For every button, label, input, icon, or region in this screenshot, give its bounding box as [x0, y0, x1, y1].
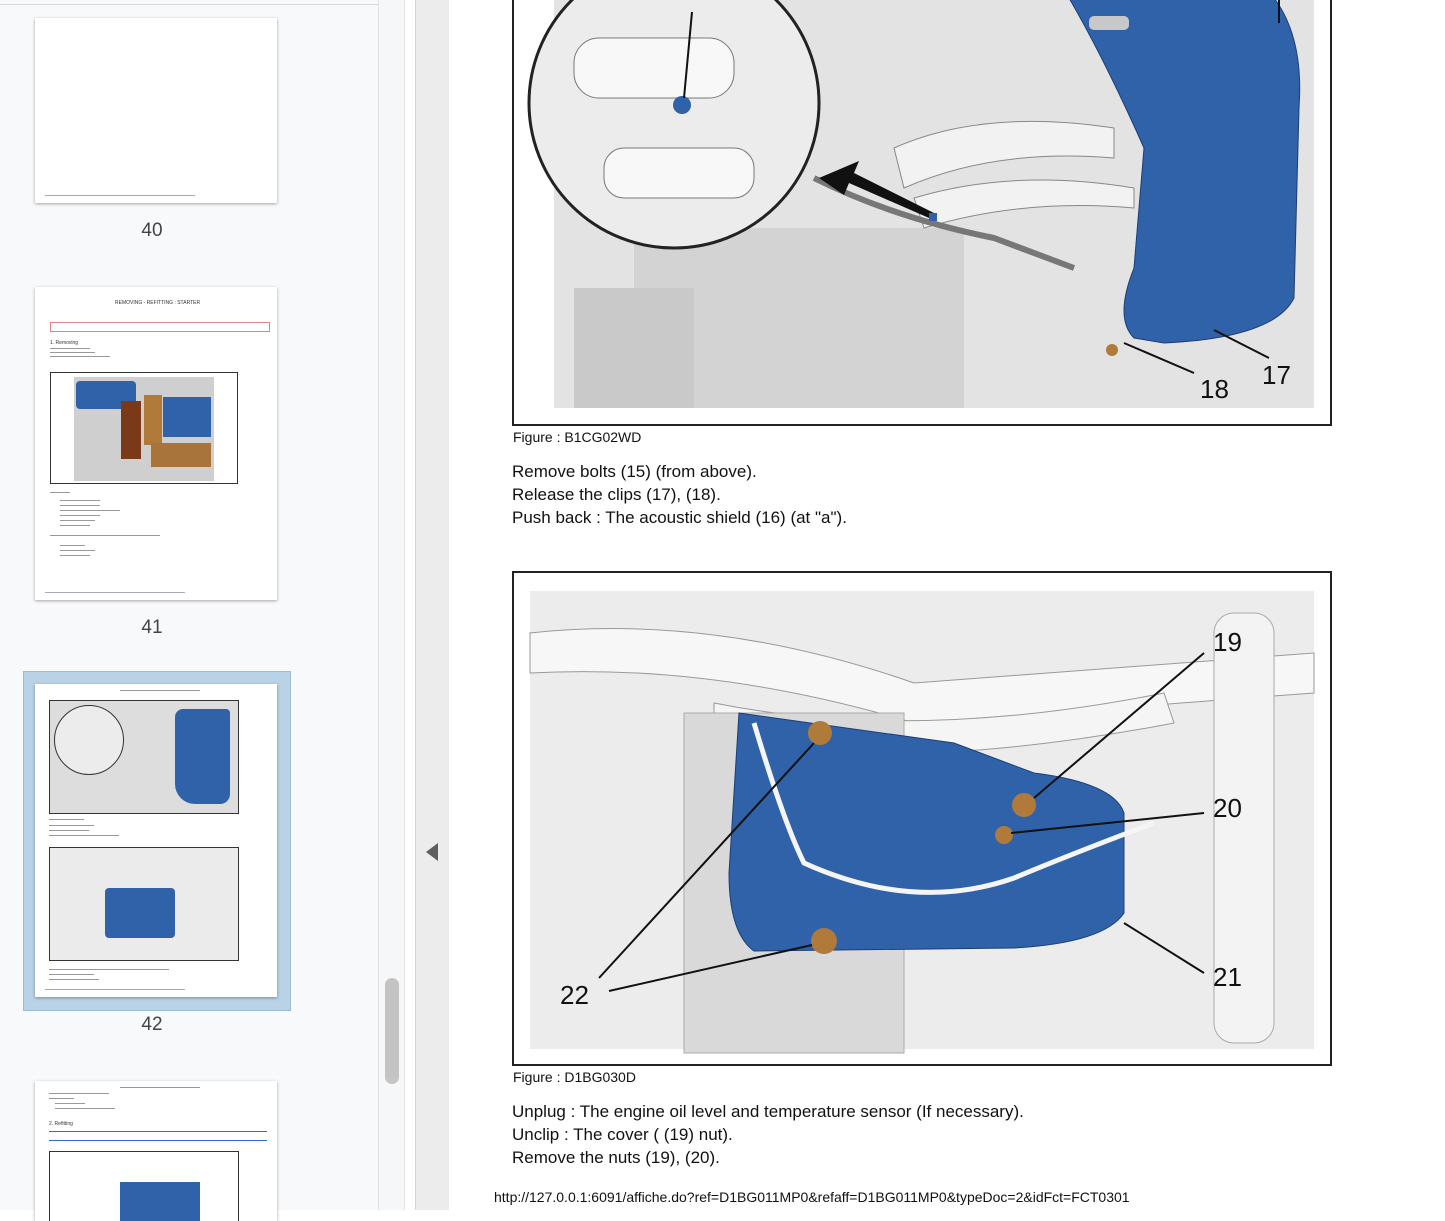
thumb-figure: [50, 372, 238, 484]
instruction-text-1: Remove bolts (15) (from above). Release …: [512, 462, 847, 527]
callout-17: 17: [1262, 360, 1291, 390]
sidebar-scrollbar-thumb[interactable]: [385, 978, 399, 1084]
thumbnail-sidebar: 40 REMOVING - REFITTING : STARTER 1. Rem…: [0, 0, 392, 1221]
figure-caption: Figure : D1BG030D: [513, 1069, 636, 1085]
callout-20: 20: [1213, 793, 1242, 823]
page-thumbnail-40[interactable]: [35, 18, 277, 203]
callout-19: 19: [1213, 627, 1242, 657]
divider: [0, 4, 392, 5]
page-thumbnail-41[interactable]: REMOVING - REFITTING : STARTER 1. Removi…: [35, 287, 277, 600]
footer-url: http://127.0.0.1:6091/affiche.do?ref=D1B…: [494, 1189, 1130, 1205]
thumb-figure: [49, 700, 239, 814]
collapse-left-arrow-icon[interactable]: [426, 843, 438, 861]
callout-21: 21: [1213, 962, 1242, 992]
page-thumbnail-42[interactable]: [35, 684, 277, 997]
page-number: 41: [141, 617, 163, 638]
instruction-text-2: Unplug : The engine oil level and temper…: [512, 1102, 1024, 1167]
figure-b1cg02wd: [512, 0, 1332, 426]
callout-22: 22: [560, 980, 589, 1010]
thumb-figure: [49, 847, 239, 961]
page-number: 42: [141, 1014, 163, 1035]
figure-d1bg030d: [512, 571, 1332, 1066]
figure-caption: Figure : B1CG02WD: [513, 429, 642, 445]
callout-18: 18: [1200, 374, 1229, 404]
page-thumbnail-43[interactable]: 2. Refitting: [35, 1081, 277, 1221]
page-number: 40: [141, 220, 163, 241]
thumb-title: REMOVING - REFITTING : STARTER: [115, 300, 201, 306]
sidebar-collapse-strip[interactable]: [415, 0, 449, 1210]
